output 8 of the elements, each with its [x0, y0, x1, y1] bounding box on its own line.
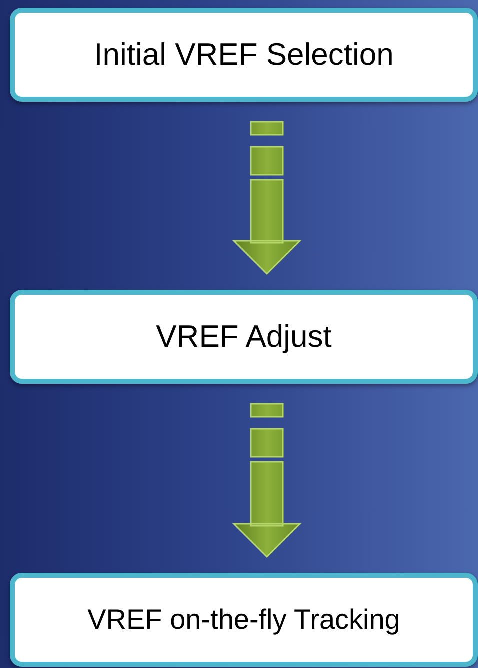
process-box: [10, 573, 478, 667]
box-label: VREF on-the-fly Tracking: [88, 603, 400, 637]
process-box: [10, 290, 478, 384]
process-box: [10, 8, 478, 102]
box-label: VREF Adjust: [156, 318, 332, 356]
box-label: Initial VREF Selection: [94, 36, 394, 74]
block-arrow: [232, 403, 302, 558]
block-arrow: [232, 121, 302, 276]
